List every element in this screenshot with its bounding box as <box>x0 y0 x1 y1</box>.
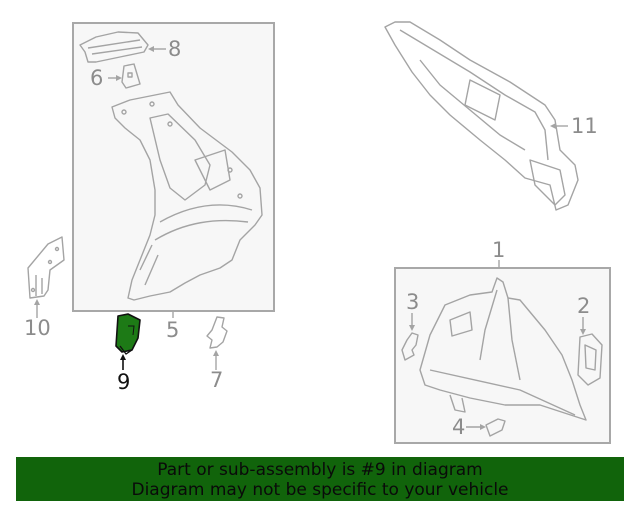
part-10-illustration <box>27 236 65 299</box>
part-4-illustration <box>485 418 506 437</box>
callout-8[interactable]: 8 <box>168 37 182 61</box>
part-2-illustration <box>577 333 603 386</box>
banner-line-disclaimer: Diagram may not be specific to your vehi… <box>131 480 509 500</box>
callout-10[interactable]: 10 <box>24 316 51 340</box>
callout-6[interactable]: 6 <box>90 66 104 90</box>
callout-7[interactable]: 7 <box>210 368 224 392</box>
part-6-illustration <box>121 63 141 89</box>
part-3-illustration <box>401 332 419 361</box>
part-8-illustration <box>79 31 149 63</box>
part-1-illustration <box>419 277 587 421</box>
part-7-illustration <box>206 316 228 349</box>
part-5-illustration <box>111 91 263 301</box>
callout-5[interactable]: 5 <box>166 318 180 342</box>
callout-3[interactable]: 3 <box>406 290 420 314</box>
callout-1[interactable]: 1 <box>492 238 506 262</box>
callout-2[interactable]: 2 <box>577 294 591 318</box>
banner-line-part: Part or sub-assembly is #9 in diagram <box>157 460 483 480</box>
callout-9[interactable]: 9 <box>117 370 131 394</box>
part-9-illustration[interactable] <box>115 313 141 370</box>
part-11-illustration <box>384 21 579 211</box>
callout-11[interactable]: 11 <box>571 114 598 138</box>
assembly-box-5 <box>72 22 275 312</box>
info-banner: Part or sub-assembly is #9 in diagram Di… <box>16 457 624 501</box>
callout-4[interactable]: 4 <box>452 415 466 439</box>
